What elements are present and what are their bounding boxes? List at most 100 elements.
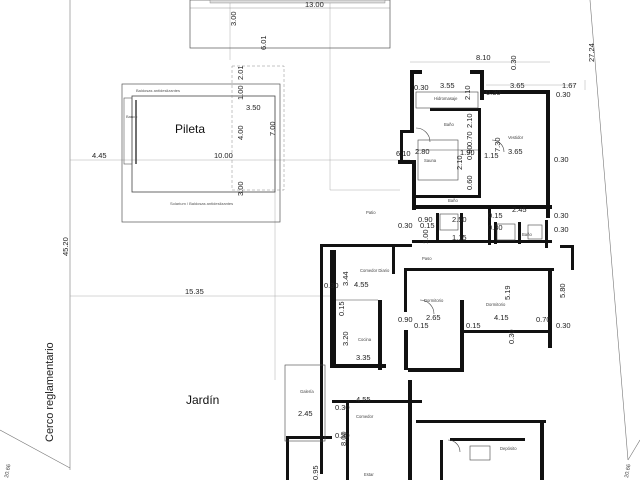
dim-015c: 0.15 — [337, 301, 346, 316]
dim-245a: 2.45 — [512, 205, 527, 214]
room-vestidor: Vestidor — [508, 135, 524, 140]
dim-250: 2.50 — [452, 215, 467, 224]
dim-030f: 0.30 — [398, 221, 413, 230]
room-hidromasaje: Hidromasaje — [434, 96, 458, 101]
room-dormitorio-2: Dormitorio — [486, 302, 506, 307]
dim-610: 6.10 — [396, 149, 411, 158]
banco-label: Banco — [126, 114, 138, 119]
dim-4520: 45.20 — [61, 237, 70, 256]
dim-3a: 3.00 — [229, 11, 238, 26]
dim-015a: 0.15 — [420, 221, 435, 230]
dim-210b: 2.10 — [465, 113, 474, 128]
top-structure: 13.00 3.00 6.01 — [189, 0, 391, 50]
dim-445: 4.45 — [92, 151, 107, 160]
dim-700: 7.00 — [268, 121, 277, 136]
room-estar: Estar — [364, 472, 374, 477]
dim-210c: 2.10 — [455, 155, 464, 170]
dim-030e: 0.30 — [554, 155, 569, 164]
jardin-label: Jardín — [186, 393, 219, 407]
dim-415: 4.15 — [494, 313, 509, 322]
dim-344: 3.44 — [341, 271, 350, 286]
lower-dimensions: 2.45 0.30 4.55 0.30 8.00 0.95 — [298, 395, 371, 480]
room-cocina: Cocina — [358, 337, 372, 342]
dim-810: 8.10 — [476, 53, 491, 62]
dim-070a: 0.70 — [465, 131, 474, 146]
dim-601: 6.01 — [259, 35, 268, 50]
dim-edge-left: 20.66 — [4, 464, 12, 479]
dim-115a: 1.15 — [484, 151, 499, 160]
dim-100: 1.00 — [236, 85, 245, 100]
room-sauna: Sauna — [424, 158, 437, 163]
dim-030k: 0.30 — [324, 281, 339, 290]
dim-355: 3.55 — [440, 81, 455, 90]
dim-519: 5.19 — [503, 285, 512, 300]
dim-030b: 0.30 — [486, 88, 501, 97]
house-dimensions: 8.10 0.30 3.55 2.10 0.30 0.30 3.65 1.67 … — [396, 53, 577, 244]
dim-1000: 10.00 — [214, 151, 233, 160]
dim-030m: 0.30 — [507, 329, 516, 344]
dim-190: 1.90 — [460, 148, 475, 157]
dim-095: 0.95 — [311, 465, 320, 480]
dim-030l: 0.30 — [556, 321, 571, 330]
room-bano-right: Baño — [522, 232, 532, 237]
dim-015e: 0.15 — [466, 321, 481, 330]
dim-030i: 0.30 — [554, 211, 569, 220]
dim-2724: 27.24 — [587, 43, 596, 62]
dim-455b: 4.55 — [356, 395, 371, 404]
dim-030o: 0.30 — [335, 431, 350, 440]
cerco-label: Cerco reglamentario — [44, 342, 56, 442]
dim-090b: 0.90 — [418, 215, 433, 224]
room-galeria: Galería — [300, 389, 314, 394]
dim-800: 8.00 — [339, 431, 348, 446]
property-lines — [0, 0, 640, 470]
dim-100b: 1.00 — [421, 229, 430, 244]
dim-030j: 0.30 — [554, 225, 569, 234]
dim-210a: 2.10 — [463, 85, 472, 100]
house-walls — [286, 70, 574, 480]
dim-400: 4.00 — [236, 125, 245, 140]
dim-030a: 0.30 — [509, 55, 518, 70]
dim-265: 2.65 — [426, 313, 441, 322]
middle-dimensions: 3.44 0.30 4.55 5.19 5.80 0.15 0.90 2.65 … — [324, 271, 571, 362]
interior-lines — [284, 91, 543, 461]
room-deposito: Depósito — [500, 446, 517, 451]
room-comedor-diario: Comedor Diario — [360, 268, 390, 273]
dim-070b: 0.70 — [536, 315, 551, 324]
dim-300b: 3.00 — [236, 181, 245, 196]
dim-335: 3.35 — [356, 353, 371, 362]
pool-area: Baldosas antideslizantes Solarium / Bald… — [92, 65, 285, 223]
reference-lines — [70, 0, 586, 380]
dim-320: 3.20 — [341, 331, 350, 346]
dim-030d: 0.30 — [556, 90, 571, 99]
room-patio: Patio — [366, 210, 376, 215]
room-comedor: Comedor — [356, 414, 374, 419]
baldosas-bottom: Solarium / Baldosas antideslizantes — [170, 201, 233, 206]
dim-090a: 0.90 — [465, 145, 474, 160]
dim-060: 0.60 — [465, 175, 474, 190]
dim-350: 3.50 — [246, 103, 261, 112]
room-bano-mid: Baño — [448, 198, 458, 203]
dim-201: 2.01 — [236, 65, 245, 80]
dim-455a: 4.55 — [354, 280, 369, 289]
dim-090c: 0.90 — [398, 315, 413, 324]
dim-13: 13.00 — [305, 0, 324, 9]
dim-030n: 0.30 — [335, 403, 350, 412]
dim-365a: 3.65 — [510, 81, 525, 90]
dim-245b: 2.45 — [298, 409, 313, 418]
dim-015d: 0.15 — [414, 321, 429, 330]
baldosas-top: Baldosas antideslizantes — [136, 88, 180, 93]
dim-115b: 1.15 — [452, 233, 467, 242]
room-paso: Paso — [422, 256, 432, 261]
dim-365b: 3.65 — [508, 147, 523, 156]
room-dormitorio-1: Dormitorio — [424, 298, 444, 303]
dim-167: 1.67 — [562, 81, 577, 90]
room-bano-top: Baño — [444, 122, 454, 127]
pileta-label: Pileta — [175, 122, 205, 136]
dim-015b: 0.15 — [488, 211, 503, 220]
dim-280: 2.80 — [415, 147, 430, 156]
dim-580: 5.80 — [558, 283, 567, 298]
dim-030g: 0.30 — [488, 223, 503, 232]
dim-1535: 15.35 — [185, 287, 204, 296]
dim-edge-right: 20.66 — [624, 464, 632, 479]
